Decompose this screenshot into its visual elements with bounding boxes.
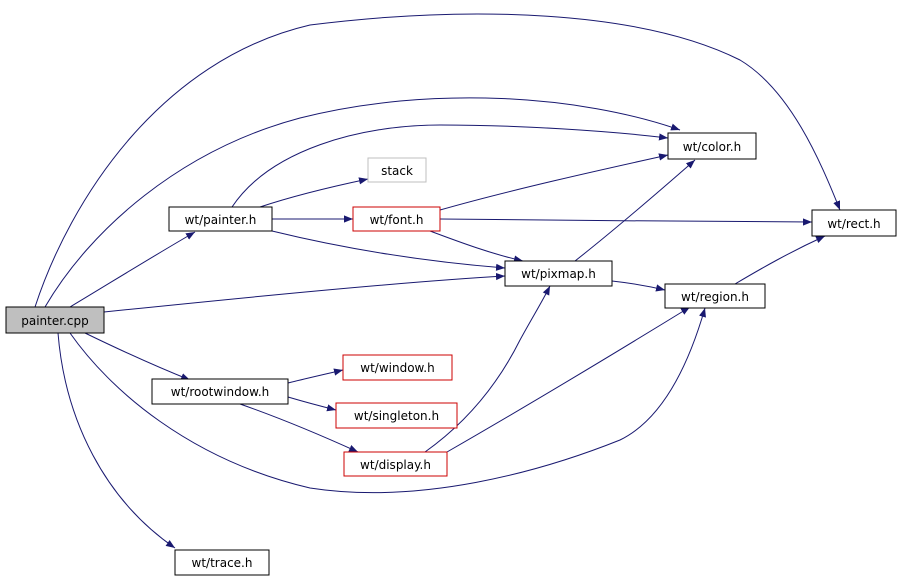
node-painter-cpp[interactable]: painter.cpp [5,306,105,334]
node-label: painter.cpp [21,314,88,328]
edge-rootwindow-h-to-singleton-h [287,396,337,412]
node-trace-h[interactable]: wt/trace.h [174,549,270,576]
node-label: wt/singleton.h [354,409,439,423]
node-display-h[interactable]: wt/display.h [343,451,448,477]
node-label: wt/window.h [360,361,434,375]
node-font-h[interactable]: wt/font.h [352,206,441,232]
edge-pixmap-h-to-region-h [611,280,666,292]
edge-font-h-to-rect-h [439,218,813,226]
nodes-layer: painter.cpp wt/painter.h wt/rootwindow.h… [5,132,897,576]
node-region-h[interactable]: wt/region.h [664,283,766,309]
edge-painter-h-to-stack [259,177,369,208]
node-painter-h[interactable]: wt/painter.h [168,206,273,232]
node-color-h[interactable]: wt/color.h [667,132,757,160]
edge-painter-cpp-to-painter-h [69,231,196,308]
edge-rootwindow-h-to-window-h [287,368,344,384]
node-label: wt/region.h [681,290,749,304]
edge-painter-cpp-to-rootwindow-h [84,332,191,381]
node-label: wt/rect.h [827,217,880,231]
edge-painter-cpp-to-color-h [44,97,681,308]
node-window-h[interactable]: wt/window.h [342,354,453,381]
node-pixmap-h[interactable]: wt/pixmap.h [504,260,613,287]
edge-painter-cpp-to-region-h [69,307,706,494]
edge-pixmap-h-to-color-h [574,159,696,262]
edge-font-h-to-color-h [439,153,669,211]
edge-font-h-to-pixmap-h [429,230,524,263]
edge-painter-h-to-color-h [231,124,669,208]
node-label: wt/rootwindow.h [171,385,269,399]
node-singleton-h[interactable]: wt/singleton.h [335,402,458,429]
edge-rootwindow-h-to-display-h [239,403,359,453]
edge-region-h-to-rect-h [734,235,826,285]
node-label: wt/display.h [360,458,431,472]
edge-painter-cpp-to-trace-h [57,332,176,549]
node-stack[interactable]: stack [367,157,427,183]
edges-layer [34,13,841,549]
node-label: wt/trace.h [192,556,253,570]
node-label: stack [381,164,413,178]
edge-display-h-to-region-h [446,306,691,453]
node-label: wt/pixmap.h [521,267,596,281]
edge-painter-cpp-to-pixmap-h [103,272,506,313]
node-label: wt/painter.h [185,213,257,227]
edge-painter-h-to-pixmap-h [271,230,506,271]
node-label: wt/font.h [370,213,424,227]
node-rect-h[interactable]: wt/rect.h [811,209,897,237]
edge-painter-cpp-to-rect-h [34,13,841,308]
node-rootwindow-h[interactable]: wt/rootwindow.h [151,378,289,405]
node-label: wt/color.h [683,140,741,154]
